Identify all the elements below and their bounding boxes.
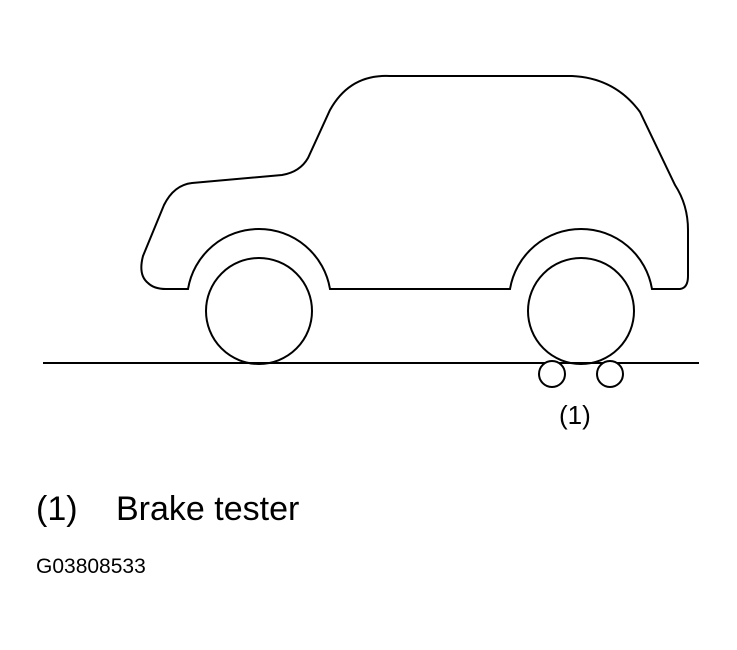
vehicle-body xyxy=(140,74,689,290)
brake-tester-roller-right xyxy=(596,360,624,388)
legend-item-label: Brake tester xyxy=(116,490,300,528)
brake-tester-roller-left xyxy=(538,360,566,388)
legend-item-number: (1) xyxy=(36,490,78,528)
rear-wheel xyxy=(205,257,313,365)
front-wheel xyxy=(527,257,635,365)
figure-id: G03808533 xyxy=(36,555,146,578)
legend-item: (1) Brake tester xyxy=(36,492,299,526)
brake-tester-callout-label: (1) xyxy=(559,400,591,430)
